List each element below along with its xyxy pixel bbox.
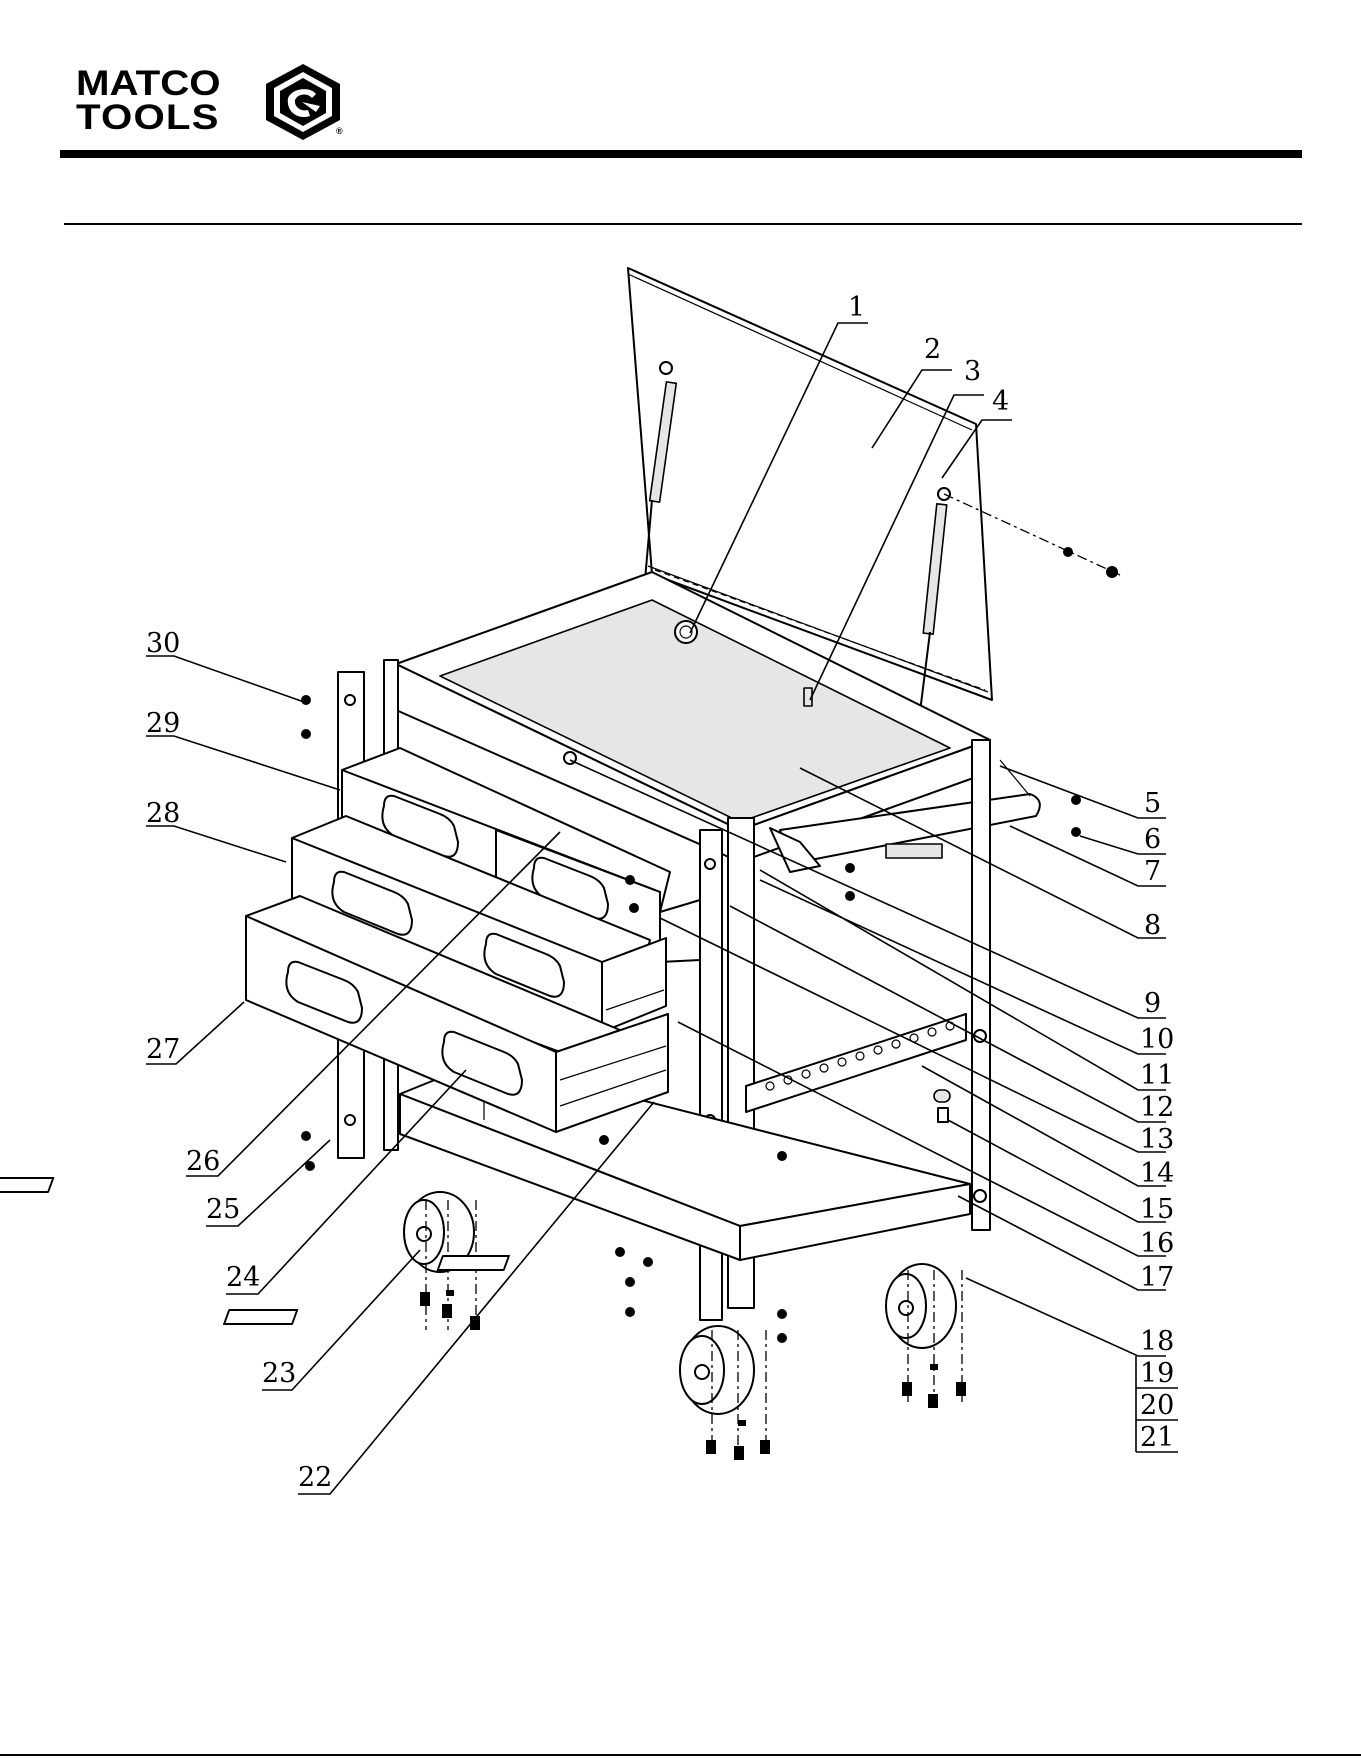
callout-21: 21: [1140, 1422, 1174, 1453]
callout-22: 22: [298, 1462, 332, 1493]
callout-14: 14: [1140, 1158, 1174, 1189]
callout-30: 30: [146, 628, 180, 659]
callout-11: 11: [1140, 1060, 1174, 1091]
callout-27: 27: [146, 1034, 180, 1065]
callout-25: 25: [206, 1194, 240, 1225]
callout-5: 5: [1144, 788, 1161, 819]
callout-23: 23: [262, 1358, 296, 1389]
callout-29: 29: [146, 708, 180, 739]
tool-bar-with-holes: [746, 1014, 966, 1122]
callout-8: 8: [1144, 910, 1161, 941]
callout-6: 6: [1144, 824, 1161, 855]
callout-19: 19: [1140, 1358, 1174, 1389]
callout-17: 17: [1140, 1262, 1174, 1293]
callout-4: 4: [992, 386, 1009, 417]
callout-24: 24: [226, 1262, 260, 1293]
callout-26: 26: [186, 1146, 220, 1177]
callout-20: 20: [1140, 1390, 1174, 1421]
callout-1: 1: [848, 292, 865, 323]
callout-9: 9: [1144, 988, 1161, 1019]
callout-7: 7: [1144, 856, 1161, 887]
callout-3: 3: [964, 356, 981, 387]
callout-2: 2: [924, 334, 941, 365]
caster-front: [224, 1310, 770, 1460]
callout-18: 18: [1140, 1326, 1174, 1357]
callout-12: 12: [1140, 1092, 1174, 1123]
callout-15: 15: [1140, 1194, 1174, 1225]
callout-16: 16: [1140, 1228, 1174, 1259]
callout-28: 28: [146, 798, 180, 829]
callout-10: 10: [1140, 1024, 1174, 1055]
callout-13: 13: [1140, 1124, 1174, 1155]
footer-rule: [0, 1754, 1361, 1756]
